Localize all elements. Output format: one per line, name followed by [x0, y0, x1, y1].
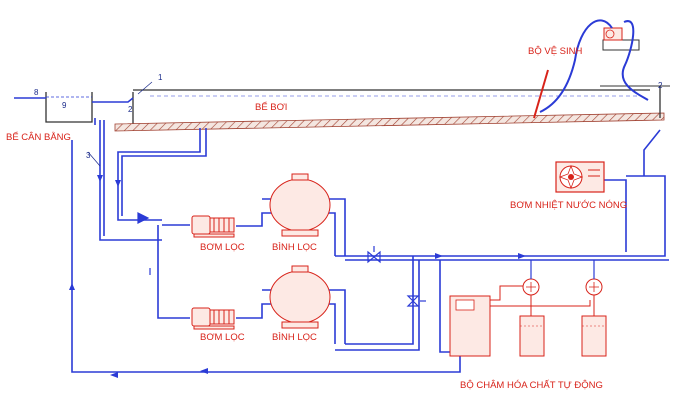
- cleaner-hose-right: [621, 20, 649, 101]
- marker-1: 1: [158, 73, 163, 82]
- cleaner-motor: [603, 27, 623, 41]
- marker-8: 8: [34, 88, 39, 97]
- marker-9: 9: [62, 101, 67, 110]
- heat-pump-label: BƠM NHIỆT NƯỚC NÓNG: [510, 200, 627, 211]
- pool-floor: [114, 112, 665, 132]
- filter-2: [269, 265, 331, 329]
- pump-1: [191, 215, 235, 238]
- filter-2-label: BÌNH LỌC: [272, 332, 317, 343]
- marker-3: 3: [86, 151, 91, 160]
- pump-1-label: BƠM LỌC: [200, 242, 245, 253]
- cleaner-hose: [539, 19, 613, 113]
- chemical-dosing-system: [449, 260, 607, 357]
- cleaner-platform: [602, 39, 640, 51]
- balance-tank-label: BỂ CÂN BẰNG: [6, 131, 71, 143]
- marker-2-right: 2: [658, 81, 663, 90]
- filter-1-label: BÌNH LỌC: [272, 242, 317, 253]
- valves: [137, 212, 426, 307]
- cleaner-label: BỘ VỆ SINH: [528, 46, 583, 57]
- pool-cleaner: [533, 19, 649, 119]
- pool-label: BỂ BƠI: [255, 101, 287, 113]
- pump-2-label: BƠM LỌC: [200, 332, 245, 343]
- cleaner-pole: [533, 69, 549, 119]
- pipe-network: [14, 97, 669, 373]
- marker-2-left: 2: [128, 105, 133, 114]
- flow-arrows: [69, 175, 526, 378]
- chem-dosing-label: BỘ CHÂM HÓA CHẤT TỰ ĐỘNG: [460, 380, 603, 391]
- filter-1: [269, 173, 331, 237]
- pump-2: [191, 307, 235, 330]
- balance-tank-outline: [45, 92, 93, 123]
- heat-pump: [555, 161, 605, 193]
